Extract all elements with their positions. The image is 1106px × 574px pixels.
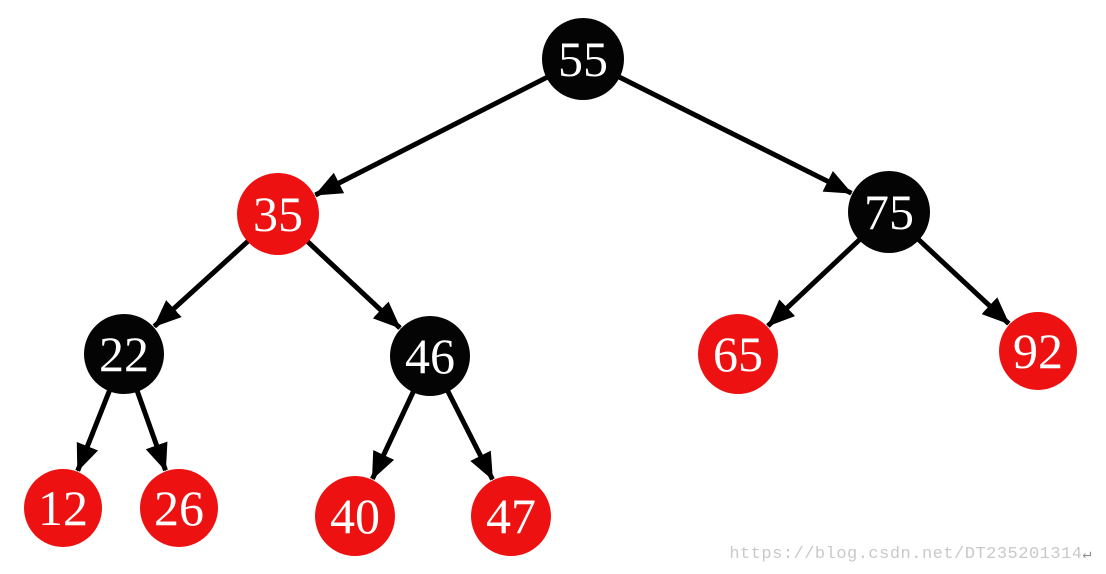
tree-node-26: 26 <box>140 469 218 547</box>
tree-node-75: 75 <box>848 171 930 253</box>
node-circle-red <box>24 469 102 547</box>
node-circle-black <box>848 171 930 253</box>
node-value: 26 <box>154 480 204 536</box>
tree-node-92: 92 <box>999 312 1077 390</box>
tree-node-40: 40 <box>315 476 395 556</box>
edge-46-to-47 <box>444 388 495 481</box>
tree-node-47: 47 <box>471 476 551 556</box>
edge-55-to-35 <box>314 74 550 198</box>
node-value: 46 <box>405 328 455 384</box>
edge-22-to-26 <box>134 388 168 472</box>
edge-35-to-46 <box>304 238 402 330</box>
tree-node-46: 46 <box>390 316 470 396</box>
node-circle-red <box>471 476 551 556</box>
edge-46-to-40 <box>370 389 417 480</box>
node-value: 92 <box>1013 323 1063 379</box>
node-circle-black <box>84 314 164 394</box>
node-circle-red <box>237 173 319 255</box>
node-value: 12 <box>38 480 88 536</box>
node-circle-red <box>140 469 218 547</box>
node-value: 65 <box>713 326 763 382</box>
tree-node-12: 12 <box>24 469 102 547</box>
node-value: 22 <box>99 326 149 382</box>
watermark: https://blog.csdn.net/DT235201314↵ <box>729 544 1092 564</box>
node-value: 40 <box>330 488 380 544</box>
node-value: 47 <box>486 488 536 544</box>
return-symbol-icon: ↵ <box>1082 546 1092 563</box>
tree-node-35: 35 <box>237 173 319 255</box>
tree-node-22: 22 <box>84 314 164 394</box>
watermark-url: https://blog.csdn.net/DT235201314 <box>729 545 1083 564</box>
tree-node-55: 55 <box>542 18 624 100</box>
node-circle-black <box>542 18 624 100</box>
edge-22-to-12 <box>75 388 113 472</box>
edge-75-to-65 <box>766 236 863 328</box>
node-circle-red <box>698 314 778 394</box>
edge-75-to-92 <box>915 236 1011 326</box>
node-circle-black <box>390 316 470 396</box>
tree-node-65: 65 <box>698 314 778 394</box>
node-value: 75 <box>864 184 914 240</box>
node-circle-red <box>315 476 395 556</box>
node-value: 35 <box>253 186 303 242</box>
node-value: 55 <box>558 31 608 87</box>
edge-35-to-22 <box>152 238 251 329</box>
edge-55-to-75 <box>616 74 853 196</box>
node-circle-red <box>999 312 1077 390</box>
